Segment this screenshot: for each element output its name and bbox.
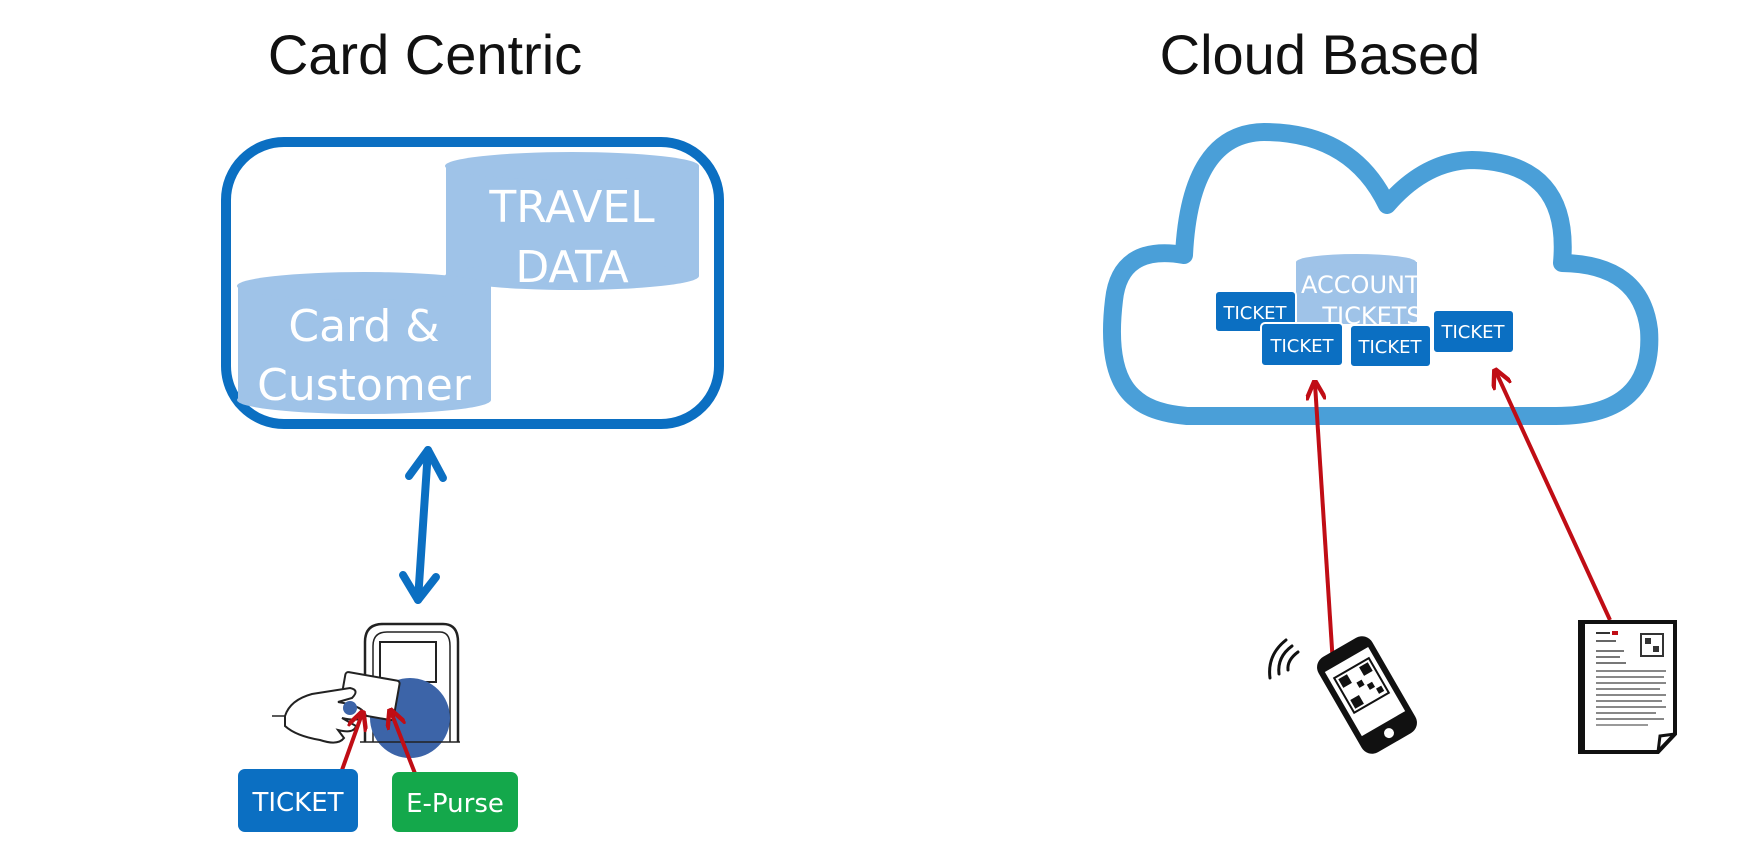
accounts-tickets-label-line1: ACCOUNTS/	[1301, 271, 1444, 299]
cloud-ticket-label: TICKET	[1222, 303, 1287, 324]
ticket-to-card-arrow	[340, 714, 362, 771]
bidirectional-arrow	[399, 446, 447, 604]
card-customer-label-line1: Card &	[288, 301, 439, 352]
card-customer-database: Card & Customer	[237, 272, 491, 414]
phone-to-cloud-arrow	[1315, 384, 1336, 681]
cloud-ticket-label: TICKET	[1269, 336, 1334, 357]
cloud-based-title: Cloud Based	[1160, 23, 1481, 86]
card-customer-label-line2: Customer	[257, 360, 472, 411]
cloud-ticket-chip: TICKET	[1214, 290, 1297, 333]
mobile-phone-icon	[1268, 636, 1417, 754]
paper-to-cloud-arrow	[1496, 372, 1612, 621]
epurse-to-card-arrow	[391, 712, 418, 777]
epurse-chip: E-Purse	[392, 772, 518, 832]
ticket-chip-label: TICKET	[251, 788, 343, 818]
travel-data-database: TRAVEL DATA	[445, 152, 699, 293]
card-centric-title: Card Centric	[268, 23, 582, 86]
cloud-ticket-label: TICKET	[1357, 337, 1422, 358]
cloud-ticket-chip: TICKET	[1260, 322, 1344, 367]
travel-data-label-line2: DATA	[515, 242, 628, 293]
travel-data-label-line1: TRAVEL	[488, 182, 655, 233]
cloud-ticket-chip: TICKET	[1349, 324, 1432, 368]
ticket-chip: TICKET	[238, 769, 358, 832]
cloud-ticket-label: TICKET	[1440, 322, 1505, 343]
card-reader-icon	[272, 622, 460, 758]
epurse-chip-label: E-Purse	[406, 789, 504, 819]
printed-ticket-icon	[1578, 620, 1677, 754]
accounts-tickets-database: ACCOUNTS/ TICKETS	[1296, 254, 1444, 330]
cloud-ticket-chip: TICKET	[1432, 309, 1515, 354]
